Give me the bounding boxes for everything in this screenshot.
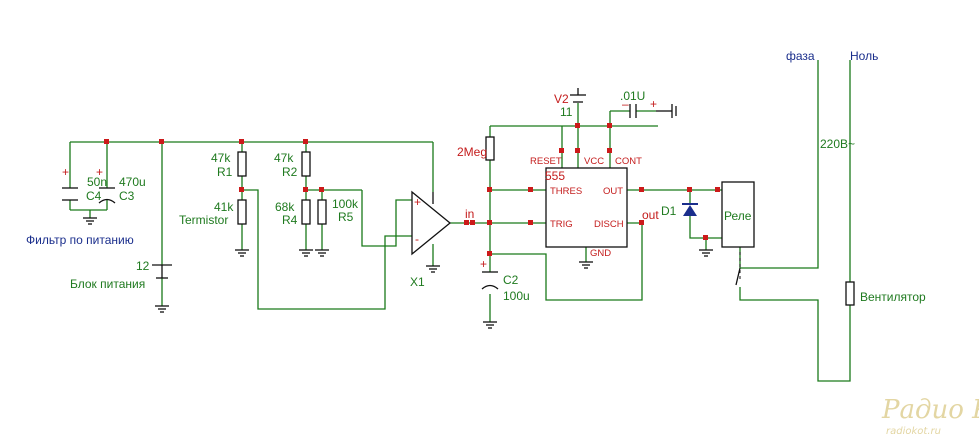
thermistor-value-label: 41k bbox=[214, 200, 234, 214]
ground-symbol-thermistor bbox=[235, 249, 249, 257]
ground-symbol-r5 bbox=[315, 249, 329, 257]
c4-name-label: C4 bbox=[86, 189, 102, 203]
ground-symbol-r4 bbox=[299, 249, 313, 257]
c3-value-label: 470u bbox=[119, 175, 146, 189]
fan-label: Вентилятор bbox=[860, 290, 926, 304]
c2-value-label: 100u bbox=[503, 289, 530, 303]
pin-disch-label: DISCH bbox=[594, 219, 624, 230]
resistor-r2 bbox=[301, 151, 311, 177]
svg-text:+: + bbox=[650, 97, 657, 111]
relay-name-label: Реле bbox=[724, 209, 752, 223]
phase-label: фаза bbox=[786, 49, 815, 63]
ground-symbol-filter bbox=[83, 217, 97, 225]
ground-symbol-opamp bbox=[426, 265, 440, 273]
r1-name-label: R1 bbox=[217, 165, 233, 179]
timer-555-label: 555 bbox=[545, 169, 565, 183]
r5-name-label: R5 bbox=[338, 210, 354, 224]
ground-symbol-relay bbox=[699, 249, 713, 257]
resistor-r5 bbox=[317, 199, 327, 225]
supply-voltage-label: 12 bbox=[136, 259, 150, 273]
battery-supply bbox=[152, 264, 172, 279]
opamp-plus-label: + bbox=[414, 195, 421, 209]
fan-load bbox=[845, 281, 855, 306]
ground-symbol-supply bbox=[155, 305, 169, 313]
v2-name-label: V2 bbox=[554, 92, 569, 106]
r5-value-label: 100k bbox=[332, 197, 359, 211]
pin-vcc-label: VCC bbox=[584, 156, 604, 167]
resistor-r4 bbox=[301, 199, 311, 225]
relay-coil bbox=[721, 181, 755, 248]
pin-cont-label: CONT bbox=[615, 156, 642, 167]
r2-name-label: R2 bbox=[282, 165, 298, 179]
svg-text:+: + bbox=[62, 165, 69, 179]
resistor-r1 bbox=[237, 151, 247, 177]
res-2meg-label: 2Meg bbox=[457, 145, 487, 159]
watermark-url: radiokot.ru bbox=[886, 426, 941, 437]
pin-reset-label: RESET bbox=[530, 156, 562, 167]
opamp-minus-label: - bbox=[415, 232, 419, 246]
r1-value-label: 47k bbox=[211, 151, 231, 165]
mains-label: 220В~ bbox=[820, 137, 855, 151]
supply-caption: Блок питания bbox=[70, 277, 145, 291]
watermark-logo: Радио КОТ bbox=[881, 395, 979, 425]
c4-value-label: 50n bbox=[87, 175, 107, 189]
pin-gnd-label: GND bbox=[590, 248, 611, 259]
relay-contact bbox=[735, 252, 741, 286]
pin-trig-label: TRIG bbox=[550, 219, 573, 230]
timer-555-body bbox=[545, 167, 628, 248]
capacitor-c2: + bbox=[480, 257, 499, 290]
thermistor bbox=[237, 199, 247, 225]
diode-d1 bbox=[682, 203, 698, 216]
capacitor-cont bbox=[629, 104, 677, 118]
diode-name-label: D1 bbox=[661, 204, 677, 218]
svg-text:+: + bbox=[96, 165, 103, 179]
node-out-label: out bbox=[642, 208, 659, 222]
c2-name-label: C2 bbox=[503, 273, 519, 287]
ground-symbol-c2 bbox=[483, 321, 497, 329]
pin-out-label: OUT bbox=[603, 186, 623, 197]
ground-symbol-555 bbox=[579, 261, 593, 269]
opamp-name-label: X1 bbox=[410, 275, 425, 289]
capacitor-c3: + bbox=[96, 165, 116, 204]
svg-text:+: + bbox=[480, 257, 487, 271]
r4-value-label: 68k bbox=[275, 200, 295, 214]
filter-caption: Фильтр по питанию bbox=[26, 233, 134, 247]
cont-cap-value-label: .01U bbox=[620, 89, 645, 103]
capacitor-c4: + bbox=[62, 165, 78, 201]
thermistor-name-label: Termistor bbox=[179, 213, 228, 227]
neutral-label: Ноль bbox=[850, 49, 878, 63]
svg-text:–: – bbox=[622, 97, 629, 111]
c3-name-label: C3 bbox=[119, 189, 135, 203]
junction-dots bbox=[104, 123, 720, 256]
v2-value-label: 11 bbox=[560, 105, 573, 119]
node-in-label: in bbox=[465, 207, 474, 221]
battery-v2 bbox=[570, 88, 586, 103]
r2-value-label: 47k bbox=[274, 151, 294, 165]
opamp-x1 bbox=[411, 190, 452, 256]
pin-thres-label: THRES bbox=[550, 186, 582, 197]
r4-name-label: R4 bbox=[282, 213, 298, 227]
resistor-2meg bbox=[485, 136, 495, 161]
